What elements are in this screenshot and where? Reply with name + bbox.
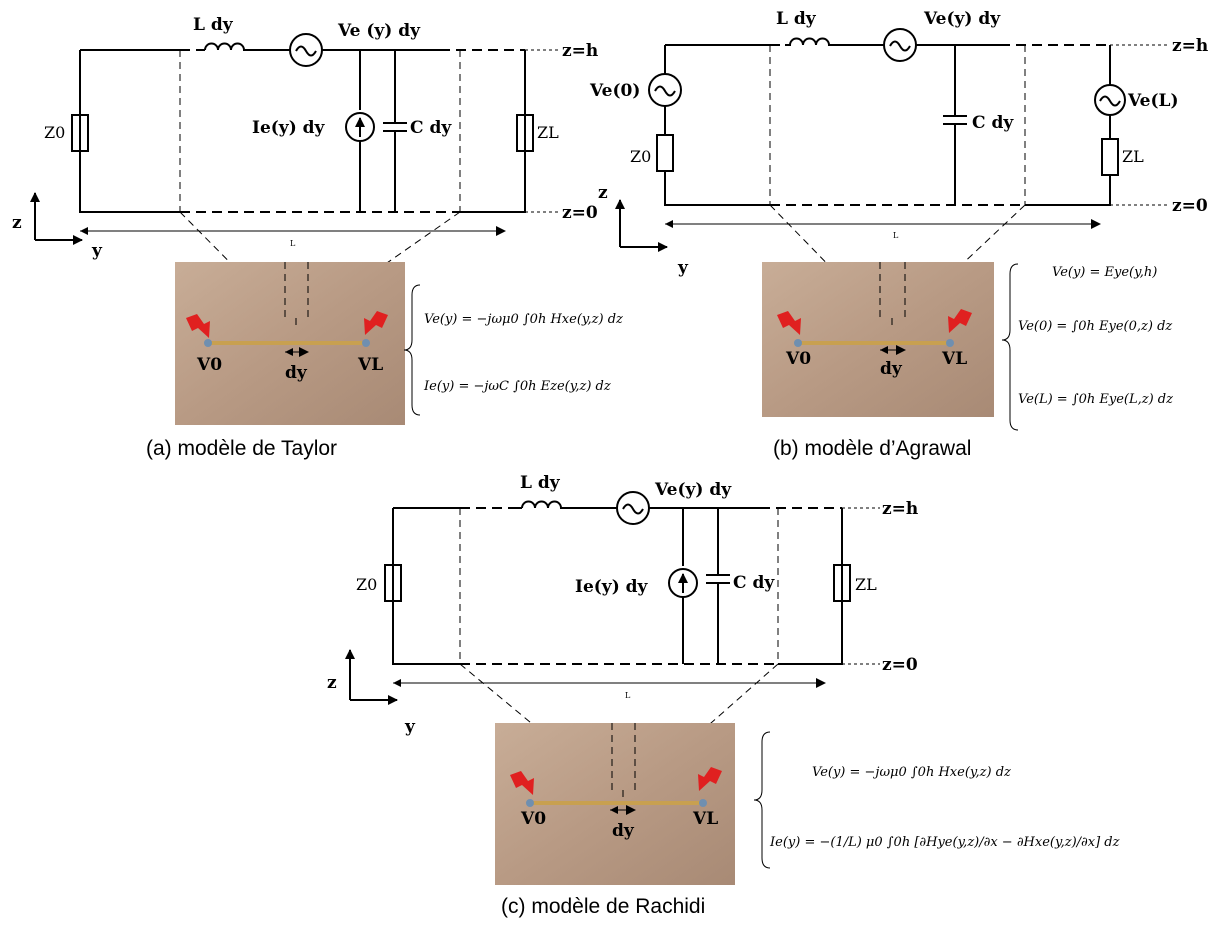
lightning-icon (948, 309, 972, 333)
equations-a: Ve(y) = −jωμ0 ∫0h Hxe(y,z) dz Ie(y) = −j… (403, 284, 623, 416)
panel-b: L dy Ve(y) dy Ve(0) Ve(L) C dy Z0 ZL z=h… (589, 9, 1208, 431)
zl-label: ZL (1122, 147, 1144, 166)
capacitor-icon (706, 508, 730, 664)
equation-b-3: Ve(L) = ∫0h Eye(L,z) dz (1018, 392, 1173, 407)
caption-a: (a) modèle de Taylor (146, 437, 338, 460)
capacitor-label: C dy (733, 573, 775, 593)
zl-label: ZL (855, 575, 877, 594)
axis-y-label: y (677, 258, 689, 278)
equations-b: Ve(y) = Eye(y,h) Ve(0) = ∫0h Eye(0,z) dz… (1001, 263, 1173, 431)
photo-dy: dy (612, 821, 635, 841)
inductor-label: L dy (776, 9, 817, 29)
resistor-icon (833, 564, 851, 602)
ac-source-icon (1094, 84, 1126, 116)
circuit-b: L dy Ve(y) dy Ve(0) Ve(L) C dy Z0 ZL z=h… (589, 9, 1208, 319)
capacitor-icon (943, 45, 967, 205)
lightning-icon (698, 767, 722, 791)
zl-label: ZL (537, 123, 559, 142)
vsource-label: Ve(y) dy (923, 9, 1001, 29)
equations-c: Ve(y) = −jωμ0 ∫0h Hxe(y,z) dz Ie(y) = −(… (753, 731, 1120, 869)
capacitor-label: C dy (972, 113, 1014, 133)
photo-vl: VL (357, 355, 383, 375)
z-h-label: z=h (562, 41, 598, 61)
vlsource-label: Ve(L) (1127, 91, 1179, 111)
photo-v0: V0 (520, 809, 546, 829)
photo-c: V0 VL dy (495, 723, 735, 885)
photo-vl: VL (692, 809, 718, 829)
axis-z-label: z (327, 673, 337, 693)
circuit-a: L dy Ve (y) dy Ie(y) dy C dy Z0 ZL z=h z… (12, 15, 598, 319)
equation-a-1: Ve(y) = −jωμ0 ∫0h Hxe(y,z) dz (424, 312, 623, 327)
caption-c: (c) modèle de Rachidi (501, 895, 706, 918)
photo-v0: V0 (785, 349, 811, 369)
resistor-icon (516, 114, 534, 152)
photo-a: V0 VL dy (175, 262, 405, 425)
inductor-label: L dy (193, 15, 234, 35)
vsource-label: Ve (y) dy (337, 21, 421, 41)
inductor-icon (204, 42, 290, 51)
photo-dy: dy (880, 359, 903, 379)
photo-v0: V0 (196, 355, 222, 375)
axis-y-label: y (404, 717, 416, 737)
current-source-icon (668, 568, 698, 598)
length-label: L (290, 239, 296, 248)
isource-label: Ie(y) dy (575, 577, 649, 597)
length-label: L (893, 231, 899, 240)
vsource-label: Ve(y) dy (654, 480, 732, 500)
z0-label: Z0 (44, 123, 65, 142)
equation-a-2: Ie(y) = −jωC ∫0h Eze(y,z) dz (423, 379, 611, 394)
equation-c-2: Ie(y) = −(1/L) μ0 ∫0h [∂Hye(y,z)/∂x − ∂H… (769, 835, 1120, 850)
lightning-icon (186, 314, 210, 338)
panel-c: L dy Ve(y) dy Ie(y) dy C dy Z0 ZL z=h z=… (327, 473, 1120, 885)
photo-dy: dy (285, 363, 308, 383)
axis-z-label: z (598, 183, 608, 203)
resistor-icon (656, 134, 674, 172)
inductor-icon (521, 500, 617, 509)
z0-label: Z0 (356, 575, 377, 594)
capacitor-label: C dy (410, 118, 452, 138)
circuit-c: L dy Ve(y) dy Ie(y) dy C dy Z0 ZL z=h z=… (327, 473, 918, 791)
photo-b: V0 VL dy (762, 262, 994, 417)
inductor-icon (785, 37, 884, 46)
axis-z-label: z (12, 213, 22, 233)
z-h-label: z=h (882, 499, 918, 519)
v0source-label: Ve(0) (589, 81, 640, 101)
ac-source-icon (883, 28, 917, 62)
z-0-label: z=0 (562, 203, 598, 223)
z-0-label: z=0 (1172, 196, 1208, 216)
ac-source-icon (616, 491, 650, 525)
capacitor-icon (383, 50, 407, 212)
equation-b-2: Ve(0) = ∫0h Eye(0,z) dz (1018, 319, 1172, 334)
lightning-icon (510, 771, 534, 795)
resistor-icon (71, 114, 89, 152)
photo-vl: VL (941, 349, 967, 369)
lightning-icon (364, 311, 388, 335)
lightning-icon (777, 311, 801, 335)
z0-label: Z0 (630, 147, 651, 166)
z-0-label: z=0 (882, 655, 918, 675)
z-h-label: z=h (1172, 36, 1208, 56)
panel-a: L dy Ve (y) dy Ie(y) dy C dy Z0 ZL z=h z… (12, 15, 623, 425)
ac-source-icon (289, 33, 323, 67)
current-source-icon (345, 112, 375, 142)
inductor-label: L dy (520, 473, 561, 493)
equation-b-1: Ve(y) = Eye(y,h) (1052, 265, 1157, 280)
axis-y-label: y (91, 241, 103, 261)
ac-source-icon (648, 73, 682, 107)
caption-b: (b) modèle d’Agrawal (773, 437, 972, 460)
isource-label: Ie(y) dy (252, 118, 326, 138)
length-label: L (625, 691, 631, 700)
resistor-icon (1101, 138, 1119, 176)
resistor-icon (384, 564, 402, 602)
equation-c-1: Ve(y) = −jωμ0 ∫0h Hxe(y,z) dz (812, 765, 1011, 780)
